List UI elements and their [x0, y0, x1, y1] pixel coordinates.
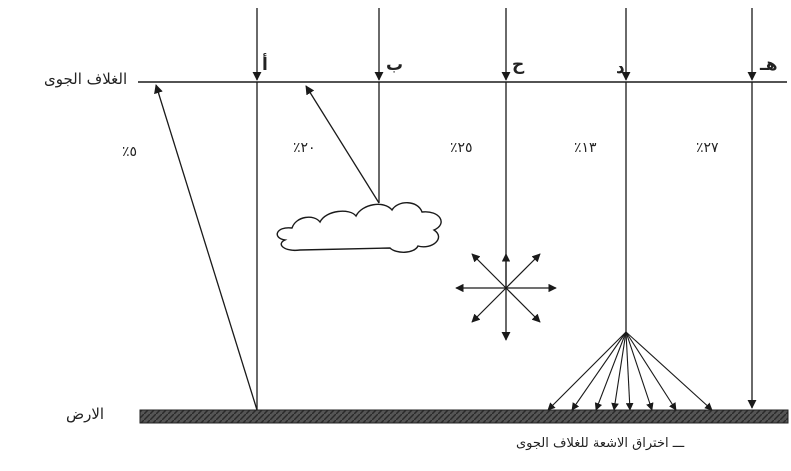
- ray-he-percent: ٪٢٧: [696, 140, 719, 156]
- diffuse-fan: [547, 331, 713, 411]
- ray-h-letter: ح: [512, 55, 525, 75]
- atmosphere-label: الغلاف الجوى: [44, 70, 128, 88]
- ray-d-percent: ٪١٣: [574, 140, 597, 156]
- ray-b-reflected: [305, 85, 380, 204]
- ground-surface: [139, 409, 789, 424]
- scatter-star: [455, 253, 557, 323]
- ray-he-letter: هـ: [760, 55, 778, 75]
- ray-a-letter: أ: [262, 55, 268, 75]
- cloud-shape: [276, 202, 442, 253]
- ray-h-percent: ٪٢٥: [450, 140, 473, 156]
- ray-a-reflected: [154, 84, 258, 411]
- diagram-caption: ـــ اختراق الاشعة للغلاف الجوى: [516, 436, 685, 451]
- ray-b-letter: ب: [386, 55, 404, 75]
- ray-b-percent: ٪٢٠: [293, 140, 316, 156]
- ray-d-letter: د: [616, 58, 625, 78]
- ray-a-percent: ٪٥: [122, 144, 138, 160]
- ground-label: الارض: [66, 405, 105, 423]
